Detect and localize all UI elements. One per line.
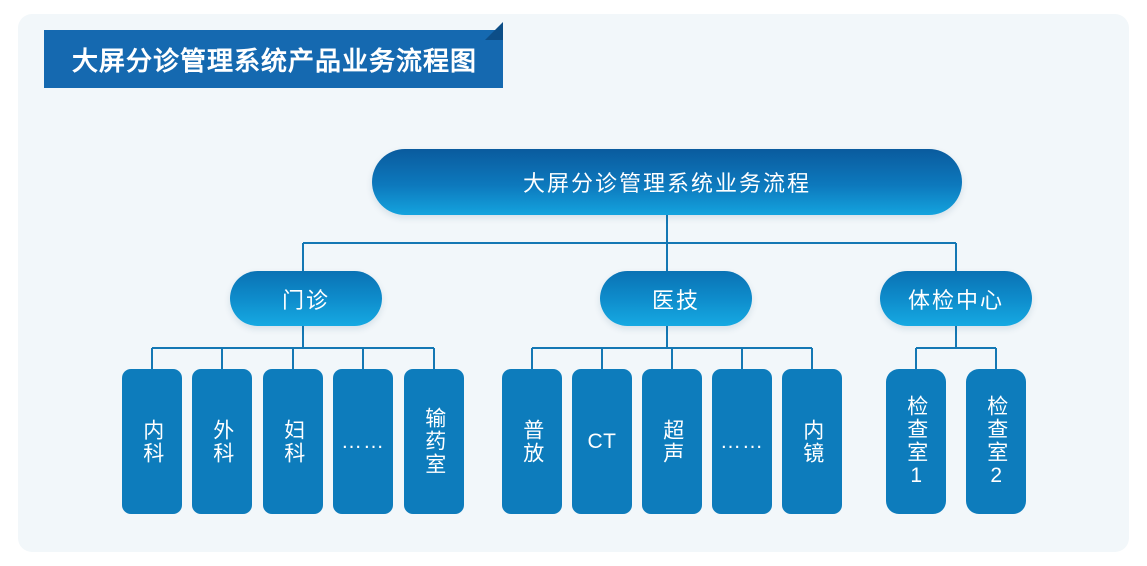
node-root[interactable]: 大屏分诊管理系统业务流程: [372, 149, 962, 215]
leaf-label: 内镜: [800, 418, 824, 465]
leaf-node[interactable]: 内镜: [782, 369, 842, 514]
leaf-node[interactable]: 外科: [192, 369, 252, 514]
leaf-label: ……: [720, 429, 764, 453]
leaf-node[interactable]: 妇科: [263, 369, 323, 514]
leaf-label: 外科: [210, 418, 234, 465]
leaf-label: 普放: [520, 418, 544, 465]
node-branch-exam-center[interactable]: 体检中心: [880, 271, 1032, 326]
leaf-node[interactable]: 内科: [122, 369, 182, 514]
leaf-label: 内科: [140, 418, 164, 465]
leaf-node[interactable]: 检查室1: [886, 369, 946, 514]
node-branch-outpatient[interactable]: 门诊: [230, 271, 382, 326]
leaf-node-ellipsis[interactable]: ……: [333, 369, 393, 514]
leaf-label: 输药室: [422, 407, 446, 476]
node-root-label: 大屏分诊管理系统业务流程: [522, 171, 811, 196]
node-branch-label: 体检中心: [907, 287, 1004, 313]
leaf-node[interactable]: 检查室2: [966, 369, 1026, 514]
title-banner: 大屏分诊管理系统产品业务流程图: [44, 22, 504, 88]
leaf-label: 检查室2: [984, 394, 1008, 489]
node-branch-label: 医技: [651, 287, 700, 313]
node-branch-medical-tech[interactable]: 医技: [600, 271, 752, 326]
leaf-node[interactable]: CT: [572, 369, 632, 514]
leaf-label: 超声: [660, 418, 684, 465]
leaf-node-ellipsis[interactable]: ……: [712, 369, 772, 514]
page-title: 大屏分诊管理系统产品业务流程图: [72, 45, 478, 76]
node-branch-label: 门诊: [281, 287, 330, 313]
leaf-label: 检查室1: [904, 394, 928, 489]
leaf-label: ……: [341, 429, 385, 453]
leaf-label: CT: [587, 429, 617, 453]
leaf-node[interactable]: 超声: [642, 369, 702, 514]
leaf-node[interactable]: 普放: [502, 369, 562, 514]
ribbon-fold-icon: [485, 22, 504, 40]
leaf-node[interactable]: 输药室: [404, 369, 464, 514]
leaf-label: 妇科: [281, 418, 305, 465]
